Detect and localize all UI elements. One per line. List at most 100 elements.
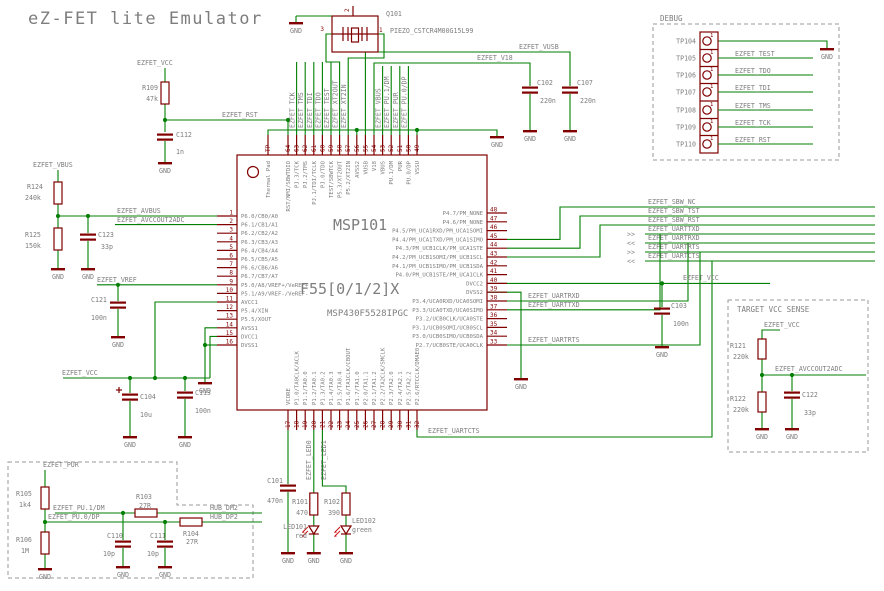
label: C110 [107,532,123,540]
label: EZFET_XT2IN [340,84,348,128]
gnd-symbol: GND [116,566,130,579]
label: 22 [328,420,335,428]
label: 56 [354,144,361,152]
label: GND [179,441,191,449]
label: LED102 [352,517,376,525]
label: 25 [354,420,361,428]
label: GND [524,135,536,143]
label: C121 [91,296,107,304]
label: P4.2/PM_UCB1SOMI/PM_UCB1SCL [392,255,484,261]
label: P2.5/TA2.2 [406,371,412,405]
label: EZFET_SBW_TST [648,207,700,215]
label: PIEZO_CSTCR4M00G15L99 [390,27,473,35]
label: C102 [537,79,553,87]
label: P1.7/TA1.0 [355,371,361,405]
label: P3.4/UCA0RXD/UCA0SOMI [412,299,483,305]
gnd-symbol: GND [339,552,353,565]
label: 33p [804,409,816,417]
label: 6 [229,253,233,260]
thermal-pad-mark [246,165,260,179]
label: R125 [25,231,41,239]
mcu-msp101: 1P6.0/CB0/A02P6.1/CB1/A13P6.2/CB2/A24P6.… [217,135,507,430]
label: P2.2/TA2CLK/SMCLK [381,347,387,405]
label: EZFET_VUSB [519,43,559,51]
gnd-symbol: GND [178,436,192,449]
label: 47k [146,95,158,103]
label: AVSS2 [355,161,361,178]
label: P6.4/CB4/A4 [241,248,279,254]
gnd-symbol: GND [111,336,125,349]
label: 470 [296,509,308,517]
label: 37 [490,303,498,310]
label: EZFET_RST [735,136,771,144]
label: GND [282,557,294,565]
label: GND [564,135,576,143]
label: VUSB [363,160,369,174]
label: EZFET_VCC [764,321,800,329]
label: EZFET_V18 [477,54,513,62]
label: 50 [405,144,412,152]
label: 23 [337,420,344,428]
label: 27R [139,502,151,510]
label: 57 [345,144,352,152]
label: GND [656,351,668,359]
label: DVCC2 [466,281,483,287]
label: TEST/SBWTCK [329,160,335,198]
label: TP108 [676,107,696,115]
label: 2 [344,8,351,12]
label: EZFET_AVCCOUT2ADC [117,216,185,224]
label: EZFET_SBW_NC [648,198,696,206]
label: 62 [302,144,309,152]
gnd-symbol: GND [123,436,137,449]
label: AVCC1 [241,300,258,306]
label: 220n [540,97,556,105]
mcu-outline [236,154,488,411]
gnd-symbol: GND [281,552,295,565]
label: PJ.1/TDI/TCLK [312,160,318,204]
label: DVSS2 [466,290,483,296]
label: VBUS [381,161,387,174]
label: P3.3/UCA0TXD/UCA0SIMO [412,308,483,314]
label: 32 [414,420,421,428]
label: 220n [580,97,596,105]
label: 33 [490,339,498,346]
label: C123 [98,231,114,239]
gnd-symbol: GND [820,48,834,61]
label: 45 [490,233,498,240]
label: EZFET_VCC [137,59,173,67]
label: V18 [372,160,378,171]
components [40,6,800,555]
label: EZFET_VBUS [33,161,73,169]
label: GND [515,383,527,391]
label: 36 [490,312,498,319]
label: Q101 [386,10,402,18]
label: TP107 [676,89,696,97]
label: 63 [294,144,301,152]
label: EZFET_TCK [735,119,771,127]
label: P5.2/XT2IN [346,161,352,195]
label: 27 [371,420,378,428]
label: 1 [710,136,713,142]
label: P4.1/PM_UCB1SIMO/PM_UCB1SDA [392,264,484,270]
label: 1k4 [19,501,31,509]
label: GND [112,341,124,349]
label: 1 [710,119,713,125]
label: 100n [195,407,211,415]
label: P4.6/PM_NONE [443,220,484,226]
label: EZFET_UARTCTS [648,252,700,260]
label: EZFET_UARTTXD [528,301,580,309]
label: GND [199,387,211,395]
label: 10p [103,550,115,558]
label: C104 [140,393,156,401]
label: GND [117,571,129,579]
label: 60 [319,144,326,152]
label: 8 [229,270,233,277]
label: 42 [490,259,498,266]
gnd-symbol: GND [306,552,321,565]
label: 30 [397,420,404,428]
label: EZFET_PU.0/DP [48,513,100,521]
label: EZFET_PU.1/DM [53,504,105,512]
label: EZFET_VCC [683,274,719,282]
label: GND [39,573,51,581]
junction-dots [42,117,795,525]
